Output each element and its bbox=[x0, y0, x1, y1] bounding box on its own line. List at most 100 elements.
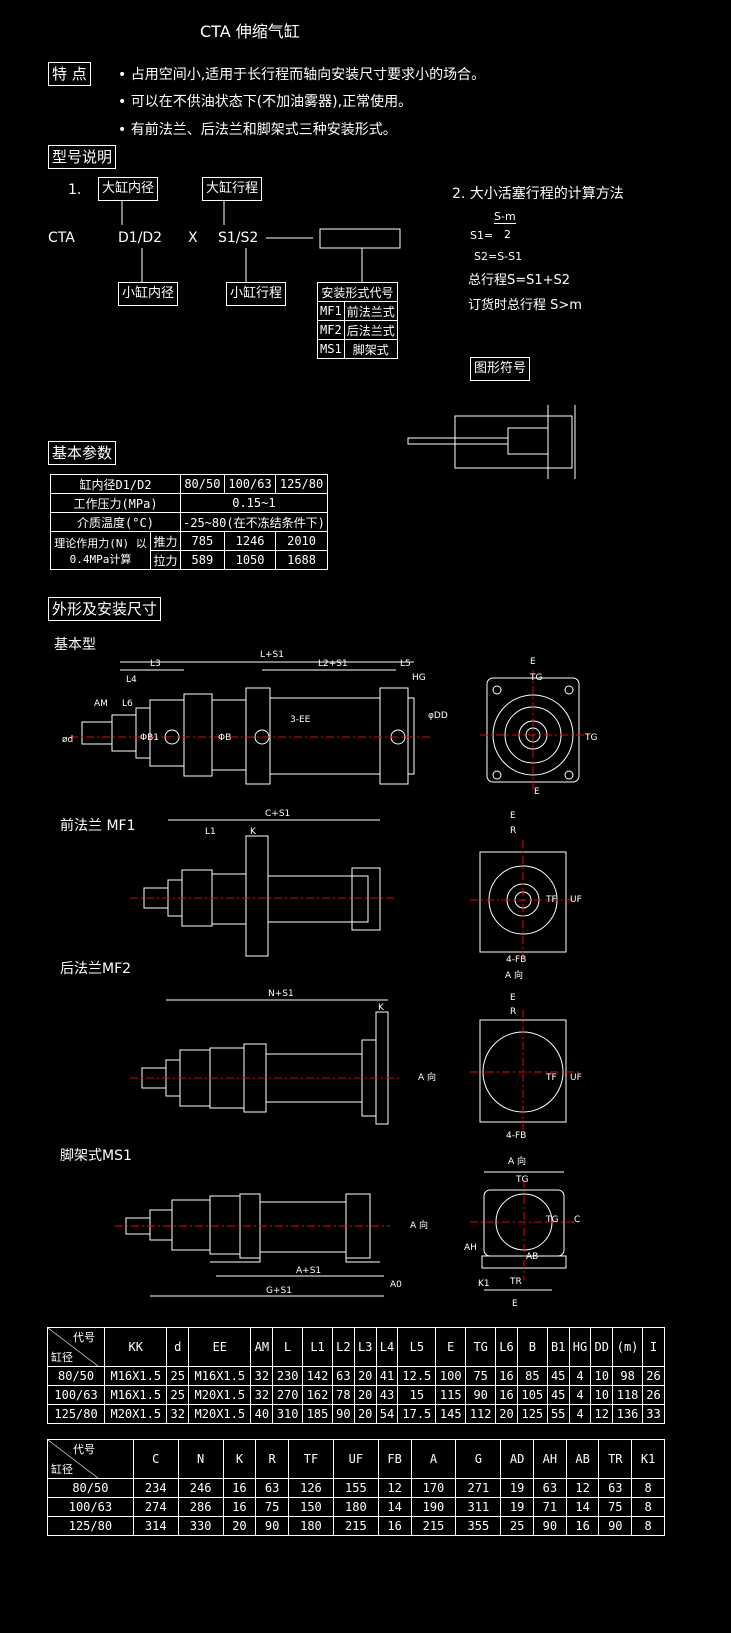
table-cell: 4 bbox=[568, 1404, 592, 1424]
column-header: (m) bbox=[612, 1327, 644, 1367]
table-cell: M16X1.5 bbox=[104, 1366, 168, 1386]
column-header: EE bbox=[188, 1327, 252, 1367]
table-cell: 100/63 bbox=[46, 1385, 106, 1405]
table-cell: 33 bbox=[642, 1404, 665, 1424]
force-label: 理论作用力(N) 以0.4MPa计算 bbox=[50, 531, 151, 570]
table-cell: 180 bbox=[332, 1497, 379, 1517]
table-cell: 90 bbox=[533, 1516, 567, 1536]
table-cell: 16 bbox=[565, 1516, 600, 1536]
table-cell: 136 bbox=[612, 1404, 644, 1424]
column-header: C bbox=[132, 1439, 179, 1479]
column-header: R bbox=[255, 1439, 290, 1479]
param-value: 1688 bbox=[275, 550, 328, 570]
dimension-label: C+S1 bbox=[265, 809, 290, 819]
table-cell: 78 bbox=[332, 1385, 355, 1405]
param-value: 589 bbox=[180, 550, 225, 570]
column-header: K bbox=[222, 1439, 257, 1479]
table-cell: 26 bbox=[642, 1385, 665, 1405]
param-value: 1246 bbox=[223, 531, 277, 551]
dimension-label: N+S1 bbox=[268, 989, 294, 999]
table-cell: M20X1.5 bbox=[188, 1385, 252, 1405]
column-header: L5 bbox=[397, 1327, 437, 1367]
column-header: DD bbox=[590, 1327, 614, 1367]
table-cell: 12 bbox=[590, 1404, 614, 1424]
column-header: I bbox=[642, 1327, 665, 1367]
table-cell: 270 bbox=[272, 1385, 304, 1405]
dimension-label: UF bbox=[570, 895, 582, 905]
table-cell: 45 bbox=[546, 1385, 570, 1405]
dimension-label: AH bbox=[464, 1243, 477, 1253]
table-cell: 25 bbox=[166, 1385, 190, 1405]
dimension-label: L+S1 bbox=[260, 650, 284, 660]
table-cell: 75 bbox=[465, 1366, 497, 1386]
table-cell: 85 bbox=[516, 1366, 548, 1386]
calc-f2: S2=S-S1 bbox=[474, 250, 523, 263]
dimension-label: L3 bbox=[150, 659, 161, 669]
table-cell: 20 bbox=[353, 1404, 377, 1424]
table-cell: 330 bbox=[177, 1516, 224, 1536]
table-cell: 90 bbox=[598, 1516, 633, 1536]
header-diagonal: 代号缸径 bbox=[46, 1327, 106, 1367]
dimension-label: TR bbox=[509, 1277, 522, 1287]
table-cell: 40 bbox=[250, 1404, 274, 1424]
column-header: AH bbox=[533, 1439, 567, 1479]
table-cell: 112 bbox=[465, 1404, 497, 1424]
table-cell: 150 bbox=[288, 1497, 334, 1517]
dimension-label: L1 bbox=[205, 827, 216, 837]
dimension-label: UF bbox=[570, 1073, 582, 1083]
small-stroke-box: 小缸行程 bbox=[226, 282, 287, 306]
table-cell: 355 bbox=[455, 1516, 502, 1536]
dimension-label: φDD bbox=[428, 711, 448, 721]
table-cell: 25 bbox=[166, 1366, 190, 1386]
mount-code: MF1 bbox=[317, 301, 345, 321]
table-cell: 125/80 bbox=[46, 1404, 106, 1424]
model-d: D1/D2 bbox=[118, 230, 163, 246]
header-code: 代号 bbox=[73, 1443, 95, 1456]
table-cell: 170 bbox=[410, 1478, 457, 1498]
table-cell: 63 bbox=[255, 1478, 290, 1498]
table-cell: 14 bbox=[565, 1497, 600, 1517]
dims-heading: 外形及安装尺寸 bbox=[48, 597, 162, 621]
dimension-label: G+S1 bbox=[266, 1286, 292, 1296]
table-cell: 125 bbox=[516, 1404, 548, 1424]
calc-f1-lhs: S1= bbox=[470, 229, 494, 242]
dimension-label: 4-FB bbox=[506, 1131, 526, 1141]
dimension-label: TF bbox=[545, 1073, 557, 1083]
table-cell: 142 bbox=[302, 1366, 333, 1386]
table-cell: 41 bbox=[375, 1366, 399, 1386]
column-header: G bbox=[455, 1439, 502, 1479]
pull-label: 拉力 bbox=[150, 550, 181, 570]
table-cell: 100 bbox=[435, 1366, 467, 1386]
table-cell: 16 bbox=[495, 1385, 518, 1405]
table-cell: 8 bbox=[631, 1497, 665, 1517]
column-header: AD bbox=[500, 1439, 535, 1479]
table-cell: 4 bbox=[568, 1385, 592, 1405]
table-cell: 145 bbox=[435, 1404, 467, 1424]
table-cell: 246 bbox=[177, 1478, 224, 1498]
column-header: B1 bbox=[546, 1327, 570, 1367]
table-cell: 310 bbox=[272, 1404, 304, 1424]
table-cell: 32 bbox=[250, 1385, 274, 1405]
param-label: 介质温度(°C) bbox=[50, 512, 181, 532]
column-header: L3 bbox=[353, 1327, 377, 1367]
dimension-label: A+S1 bbox=[296, 1266, 321, 1276]
mount-name: 前法兰式 bbox=[343, 301, 398, 321]
table-cell: 20 bbox=[353, 1366, 377, 1386]
column-header: d bbox=[166, 1327, 190, 1367]
header-diagonal: 代号缸径 bbox=[47, 1439, 134, 1479]
table-cell: M16X1.5 bbox=[104, 1385, 168, 1405]
table-cell: 8 bbox=[631, 1516, 665, 1536]
mount-name: 脚架式 bbox=[343, 339, 398, 359]
view-mf2-label: 后法兰MF2 bbox=[60, 961, 132, 977]
column-header: A bbox=[410, 1439, 457, 1479]
header-bore: 缸径 bbox=[51, 1351, 73, 1364]
param-label: 缸内径D1/D2 bbox=[50, 474, 181, 494]
symbol-heading: 图形符号 bbox=[470, 357, 531, 381]
dimension-label: A 向 bbox=[505, 969, 523, 981]
param-value: 1050 bbox=[223, 550, 277, 570]
column-header: FB bbox=[377, 1439, 412, 1479]
